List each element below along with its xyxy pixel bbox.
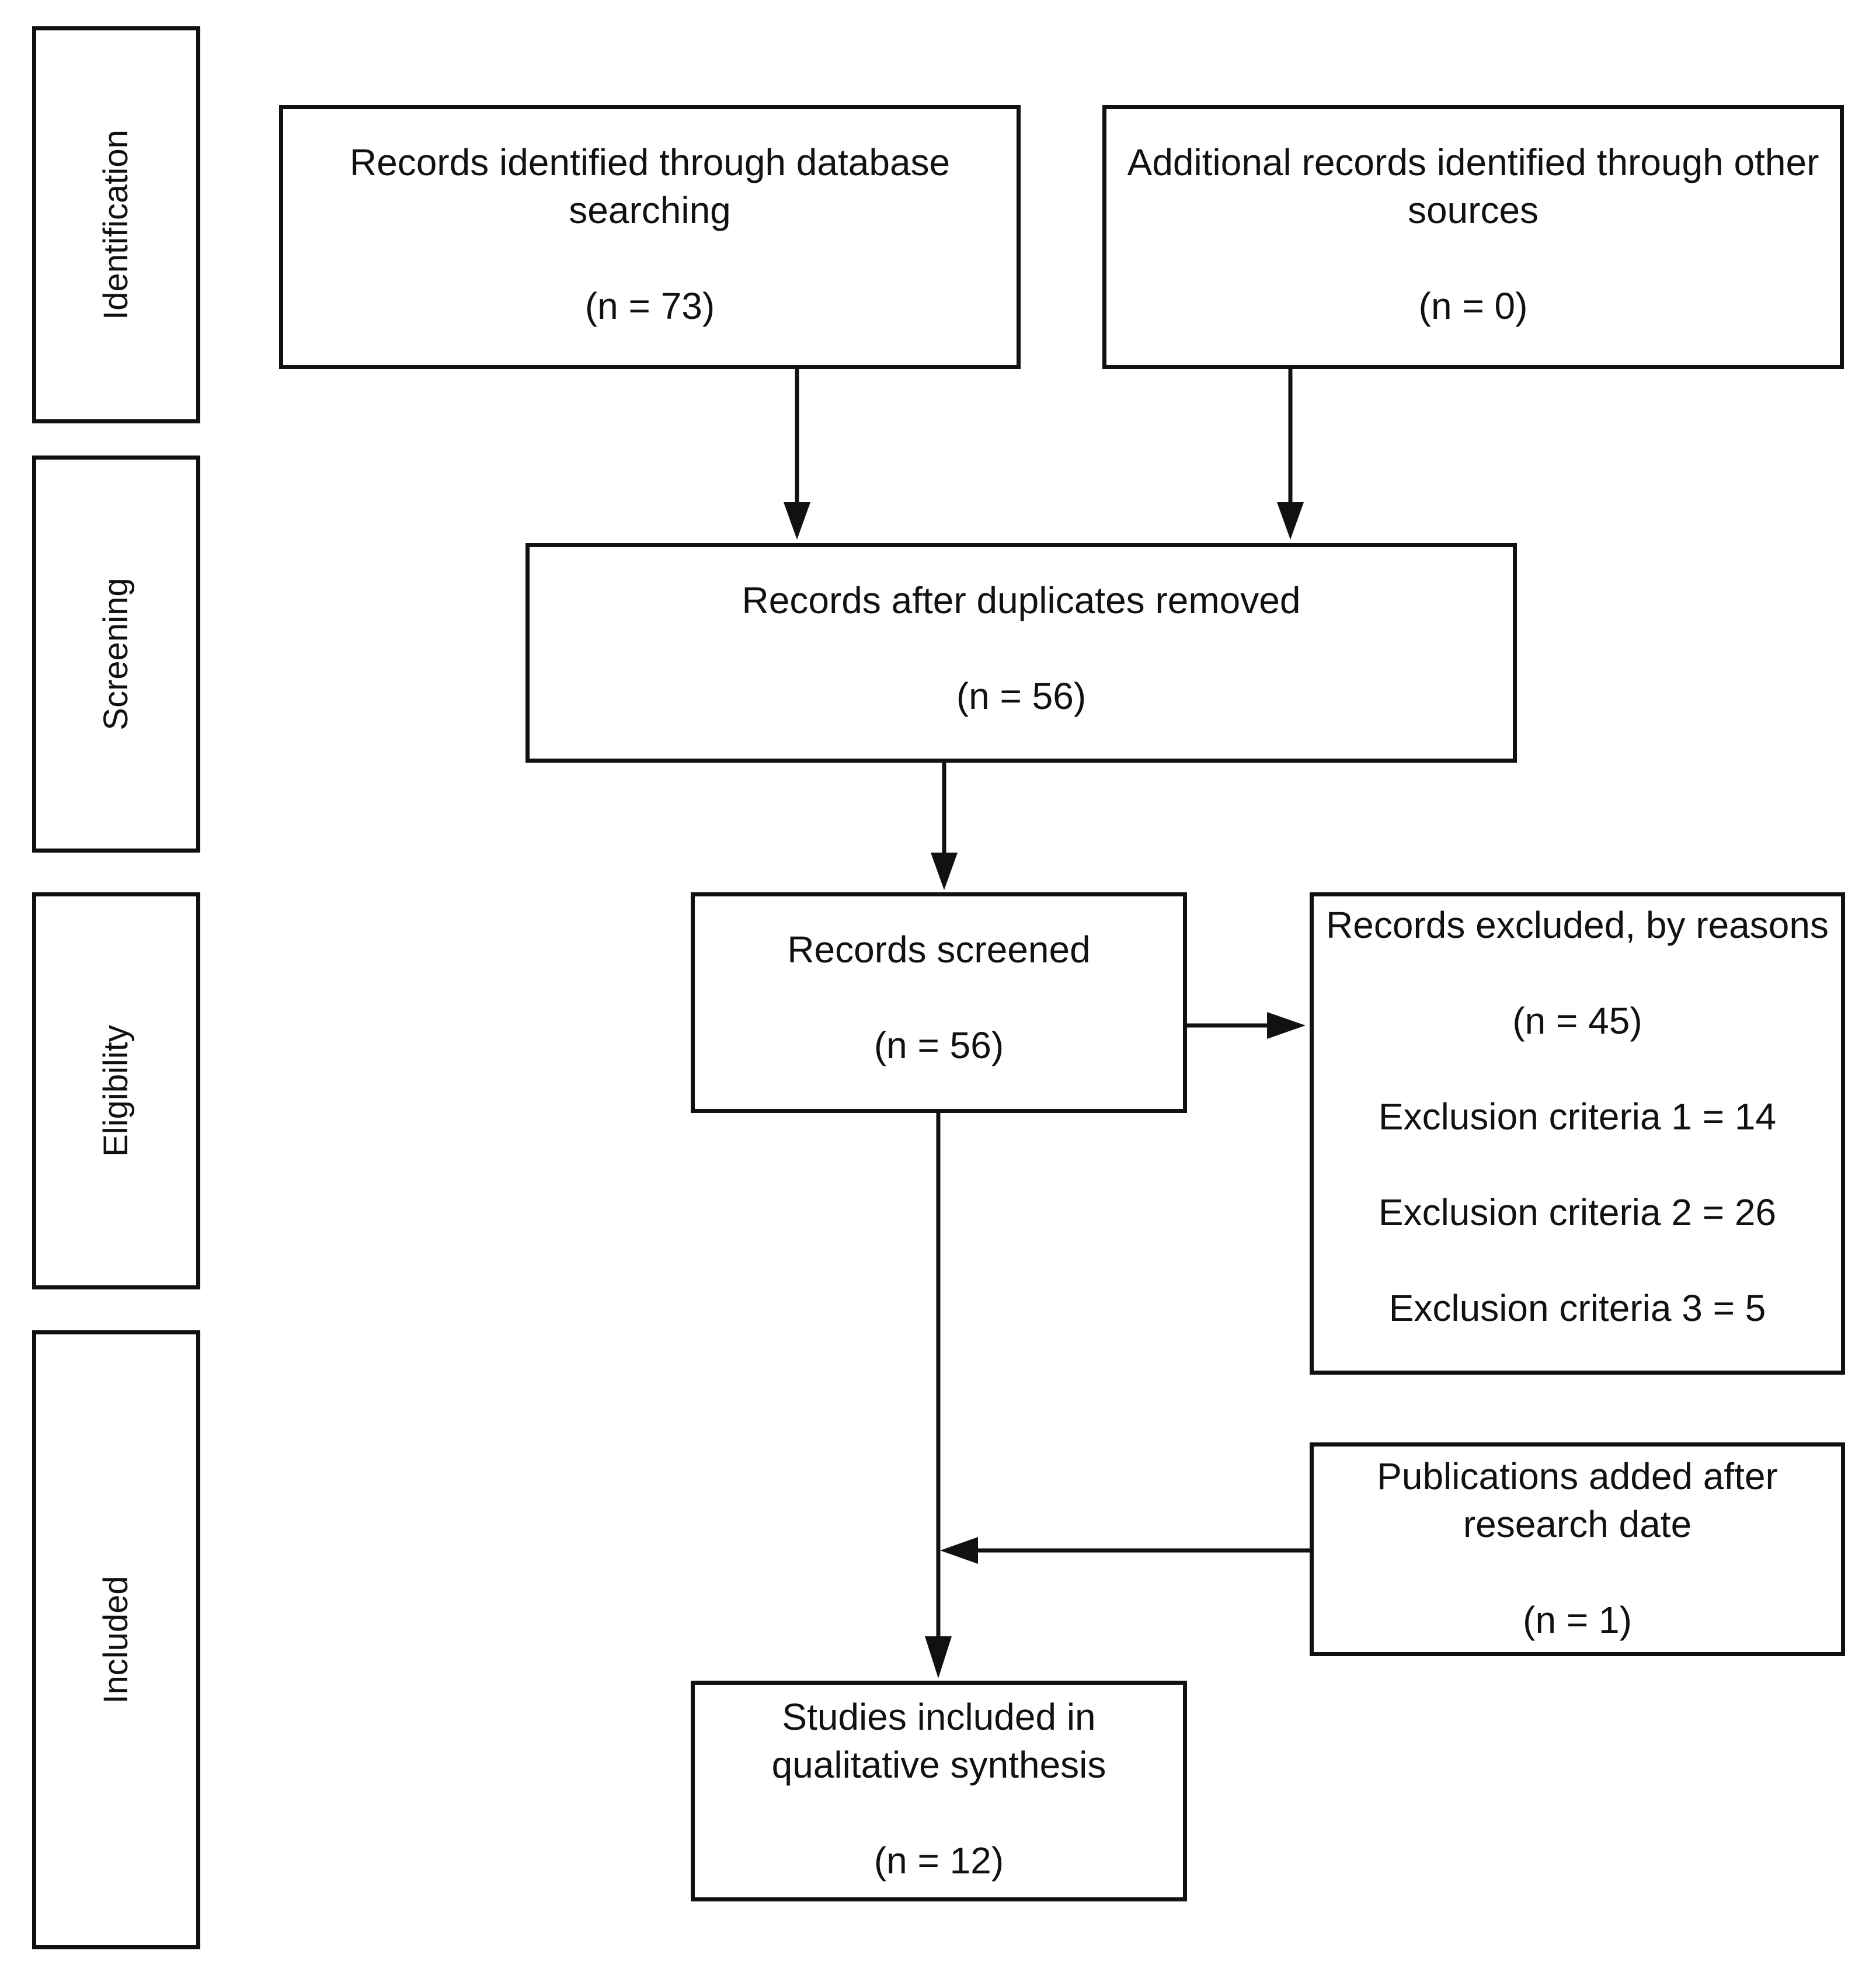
arrowhead-database (784, 502, 810, 540)
box-records-excluded: Records excluded, by reasons (n = 45) Ex… (1310, 892, 1845, 1375)
stage-included: Included (32, 1330, 200, 1949)
box-other-sources: Additional records identified through ot… (1102, 105, 1844, 369)
box-records-screened: Records screened (n = 56) (691, 892, 1187, 1113)
other-sources-title-1: Additional records identified through ot… (1127, 141, 1819, 183)
database-records-count: (n = 73) (584, 285, 715, 327)
records-excluded-title: Records excluded, by reasons (1326, 904, 1829, 946)
publications-added-title-2: research date (1463, 1503, 1692, 1545)
arrowhead-screened (931, 853, 958, 890)
studies-included-count: (n = 12) (873, 1840, 1004, 1882)
box-database-records: Records identified through database sear… (279, 105, 1021, 369)
stage-eligibility-label: Eligibility (97, 1025, 135, 1157)
database-records-title-2: searching (569, 189, 731, 231)
exclusion-reason-2: Exclusion criteria 2 = 26 (1378, 1191, 1777, 1233)
exclusion-reason-1: Exclusion criteria 1 = 14 (1378, 1096, 1777, 1138)
arrowhead-added (940, 1537, 978, 1564)
other-sources-count: (n = 0) (1418, 285, 1528, 327)
box-studies-included: Studies included in qualitative synthesi… (691, 1681, 1187, 1901)
stage-eligibility: Eligibility (32, 892, 200, 1289)
stage-screening-label: Screening (97, 578, 135, 731)
after-duplicates-title: Records after duplicates removed (742, 579, 1301, 621)
records-screened-title: Records screened (787, 929, 1091, 971)
stage-identification: Identification (32, 26, 200, 423)
after-duplicates-count: (n = 56) (956, 675, 1087, 717)
arrowhead-included (925, 1636, 952, 1678)
other-sources-title-2: sources (1407, 189, 1539, 231)
publications-added-title-1: Publications added after (1377, 1455, 1778, 1497)
arrowhead-excluded (1267, 1012, 1306, 1039)
records-excluded-count: (n = 45) (1512, 1000, 1642, 1042)
box-publications-added: Publications added after research date (… (1310, 1442, 1845, 1656)
stage-identification-label: Identification (97, 130, 135, 320)
stage-screening: Screening (32, 455, 200, 853)
arrowhead-other (1277, 502, 1304, 540)
stage-included-label: Included (97, 1576, 135, 1704)
records-screened-count: (n = 56) (873, 1024, 1004, 1066)
studies-included-title-1: Studies included in (782, 1696, 1096, 1738)
database-records-title-1: Records identified through database (349, 141, 951, 183)
box-after-duplicates: Records after duplicates removed (n = 56… (525, 543, 1517, 763)
studies-included-title-2: qualitative synthesis (771, 1744, 1106, 1786)
publications-added-count: (n = 1) (1523, 1599, 1632, 1641)
exclusion-reason-3: Exclusion criteria 3 = 5 (1388, 1287, 1766, 1329)
